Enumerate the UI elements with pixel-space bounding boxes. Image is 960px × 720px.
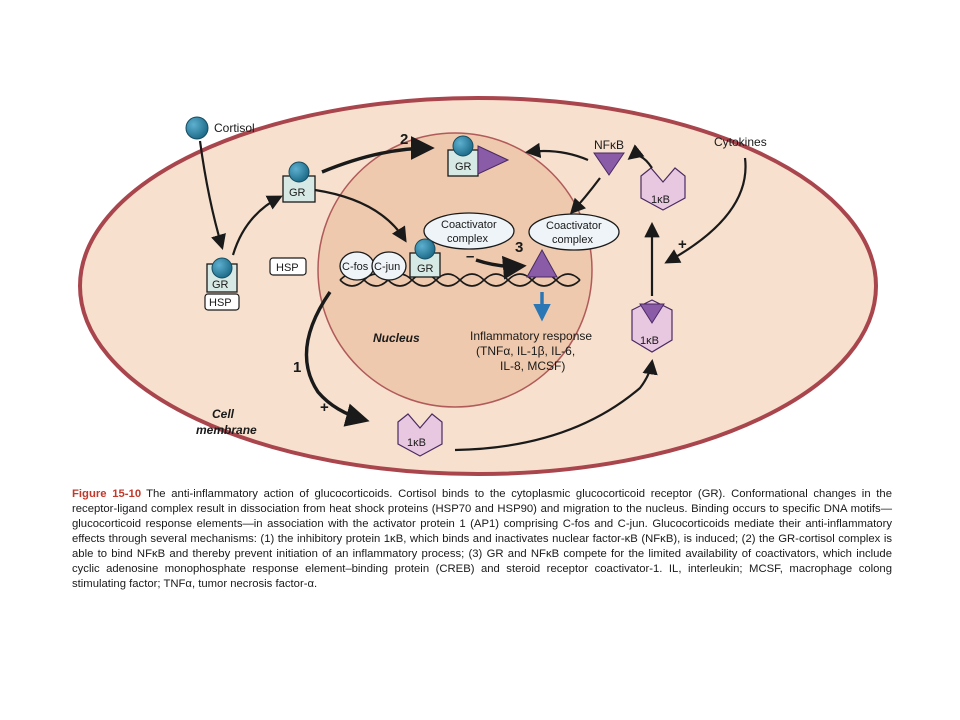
figure-label: Figure 15-10 (72, 488, 142, 500)
pathway-3-number: 3 (515, 239, 523, 256)
gr-to-dna-arrow (314, 188, 407, 243)
cjun-label: C-jun (374, 261, 400, 273)
ikb-label: 1κB (407, 437, 426, 449)
ikb-nfkb-complex: 1κB (631, 299, 673, 353)
complex-label: complex (552, 234, 593, 246)
pathway-3-minus: – (466, 248, 474, 265)
response-line-3: IL-8, MCSF) (500, 359, 565, 373)
nfkb-to-gr-arrow (524, 142, 589, 162)
pathway-1-number: 1 (293, 359, 301, 376)
caption-text: The anti-inflammatory action of glucocor… (72, 488, 892, 590)
ikb-to-nfkb-arrow (627, 144, 653, 169)
gr-hsp-complex: GR HSP (204, 257, 240, 311)
nucleus (317, 132, 593, 408)
cortisol-molecule (185, 116, 209, 140)
gr-label: GR (417, 263, 434, 275)
hsp-label: HSP (209, 297, 232, 309)
cell-label: Cell (212, 407, 235, 421)
dna-bound-gr: GR (409, 238, 441, 278)
pathway-1-plus: + (320, 399, 329, 416)
cfos-label: C-fos (342, 261, 369, 273)
membrane-label: membrane (196, 423, 257, 437)
pathway-2-number: 2 (400, 131, 408, 148)
gr-label: GR (289, 187, 306, 199)
response-line-1: Inflammatory response (470, 329, 592, 343)
complex-label: complex (447, 233, 488, 245)
cytokines-plus: + (678, 236, 687, 253)
nfkb-bound-triangle (526, 248, 558, 278)
coactivator-complex-left (423, 212, 515, 250)
gr-label: GR (455, 161, 472, 173)
free-hsp-label: HSP (276, 262, 299, 274)
nfkb-label: NFκB (594, 138, 624, 152)
response-line-2: (TNFα, IL-1β, IL-6, (476, 344, 575, 358)
cytokines-label: Cytokines (714, 135, 767, 149)
free-hsp-box (269, 257, 307, 276)
coactivator-complex-right (528, 213, 620, 251)
cortisol-to-receptor-arrow (198, 140, 226, 250)
ikb-label: 1κB (651, 194, 670, 206)
nfkb-triangle (593, 152, 625, 176)
gr-label: GR (212, 279, 229, 291)
nfkb-to-coactivator-arrow (569, 177, 601, 215)
activated-gr: GR (282, 161, 316, 203)
gr-nfkb-complex: GR (447, 135, 510, 177)
ikb-binding-arrow (454, 358, 658, 452)
ap1-complex: C-fos C-jun (339, 251, 407, 281)
ikb-bottom: 1κB (397, 413, 443, 457)
nucleus-label: Nucleus (373, 331, 420, 345)
pathway-2-arrow (321, 136, 435, 174)
coactivator-label: Coactivator (546, 220, 602, 232)
ikb-top: 1κB (640, 167, 686, 211)
pathway-3-arrow (475, 255, 527, 280)
cortisol-label: Cortisol (214, 121, 255, 135)
cytokines-arrow (664, 157, 747, 264)
pathway-1-arrow (304, 291, 370, 427)
ikb-label: 1κB (640, 335, 659, 347)
coactivator-label: Coactivator (441, 219, 497, 231)
receptor-release-arrow (231, 195, 283, 256)
